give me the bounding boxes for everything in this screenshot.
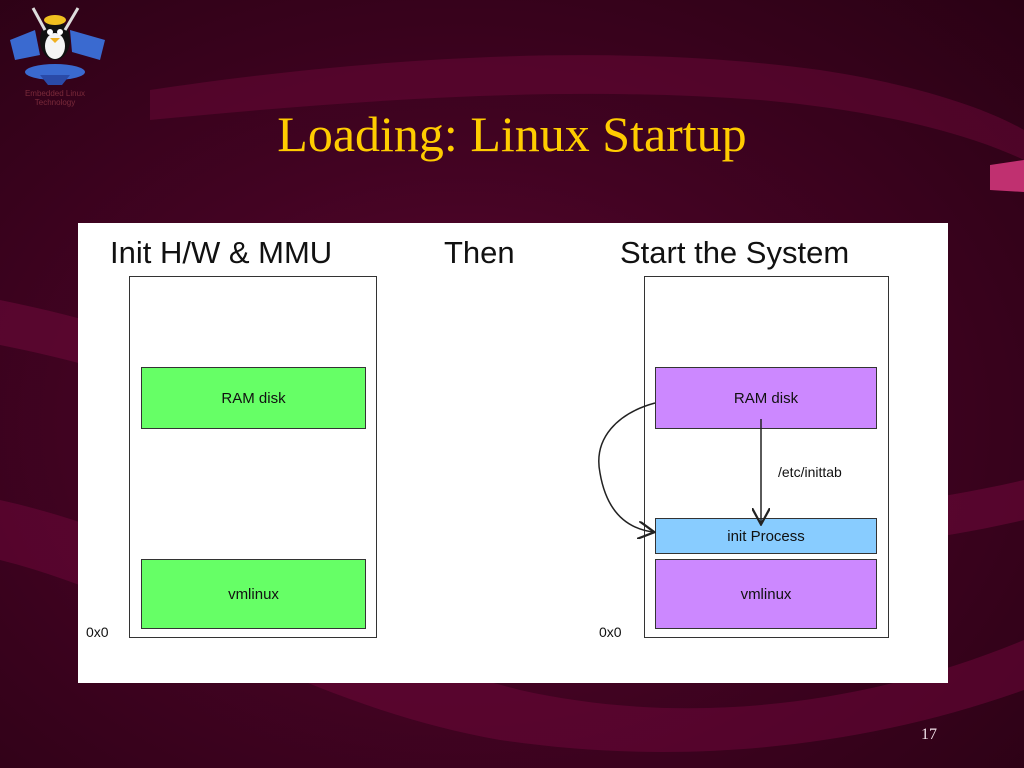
diagram-arrows xyxy=(598,402,948,683)
inittab-label: /etc/inittab xyxy=(778,464,842,480)
page-number: 17 xyxy=(921,726,937,743)
right-heading: Start the System xyxy=(620,235,850,270)
right-ramdisk-block: RAM disk xyxy=(655,367,877,429)
left-memory-frame xyxy=(129,276,377,638)
left-ramdisk-block: RAM disk xyxy=(141,367,366,429)
middle-heading: Then xyxy=(444,235,515,270)
left-vmlinux-block: vmlinux xyxy=(141,559,366,629)
svg-text:Technology: Technology xyxy=(35,98,75,107)
left-heading: Init H/W & MMU xyxy=(110,235,333,270)
right-address-label: 0x0 xyxy=(599,624,622,640)
tux-logo: Embedded Linux Technology xyxy=(10,7,105,107)
svg-text:Embedded Linux: Embedded Linux xyxy=(25,89,85,98)
right-vmlinux-block: vmlinux xyxy=(655,559,877,629)
loop-arrow xyxy=(598,402,655,532)
slide-title: Loading: Linux Startup xyxy=(277,106,747,162)
left-address-label: 0x0 xyxy=(86,624,109,640)
startup-diagram: Init H/W & MMU Then Start the System RAM… xyxy=(78,223,948,683)
right-memory-frame xyxy=(644,276,889,638)
